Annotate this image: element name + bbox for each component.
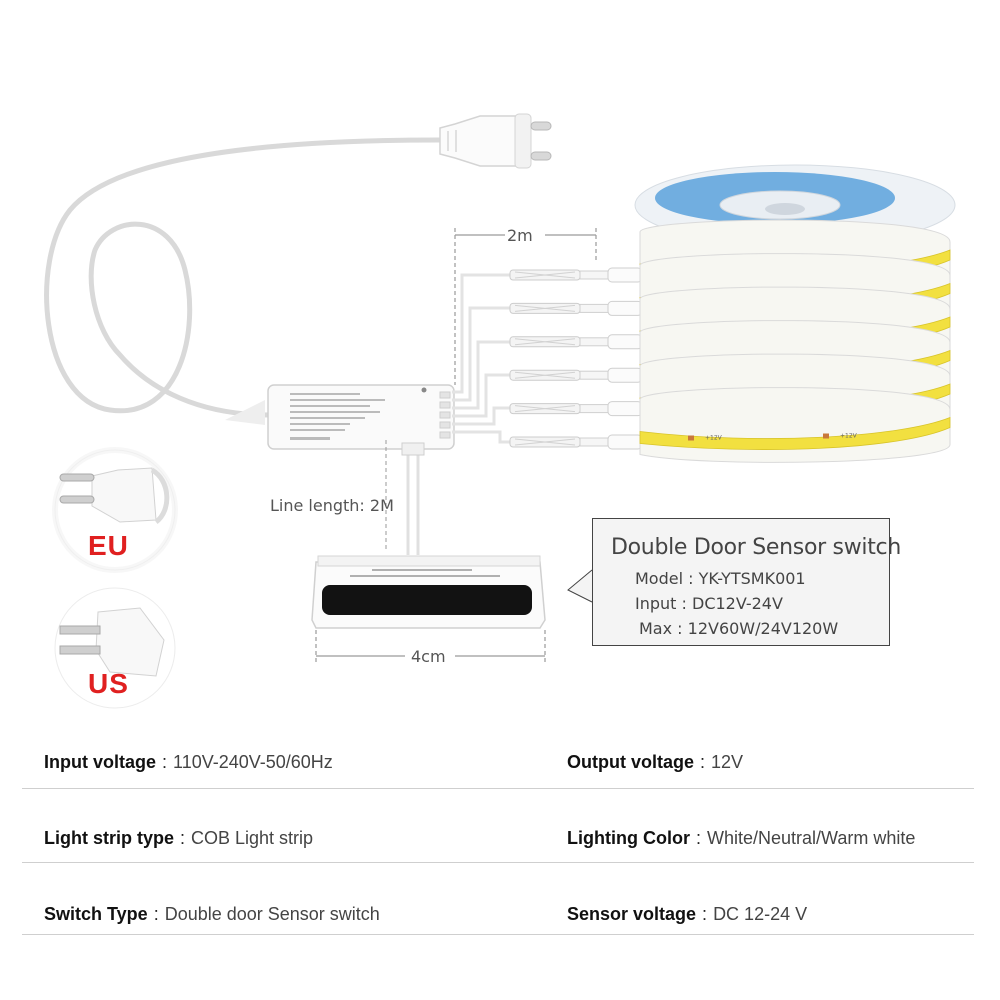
spec-row: Light strip type:COB Light strip Lightin… xyxy=(22,800,974,876)
product-diagram: +12V+12V+12V+12V+12V+12V+12V+12V+12V+12V… xyxy=(44,113,956,709)
strip-connector xyxy=(509,367,643,383)
spec-divider xyxy=(22,862,974,863)
led-strip-reels: +12V+12V+12V+12V+12V+12V+12V+12V+12V+12V… xyxy=(634,164,956,463)
led-strip: +12V +12V xyxy=(639,387,951,463)
strip-voltage-mark: +12V xyxy=(840,433,858,440)
callout-title: Double Door Sensor switch xyxy=(611,535,901,560)
us-plug-badge xyxy=(54,587,176,709)
sensor-spec-callout: Double Door Sensor switch Model : YK-YTS… xyxy=(592,518,901,646)
spec-key: Output voltage xyxy=(567,751,694,772)
sensor-width-dimension xyxy=(315,630,546,662)
spec-output-voltage: Output voltage:12V xyxy=(567,751,744,772)
strip-connectors xyxy=(509,267,643,450)
strip-wires xyxy=(452,273,510,444)
sensor-switch xyxy=(311,555,546,629)
spec-row: Input voltage:110V-240V-50/60Hz Output v… xyxy=(22,724,974,800)
spec-divider xyxy=(22,934,974,935)
strip-connector xyxy=(509,401,643,417)
spec-sensor-voltage: Sensor voltage:DC 12-24 V xyxy=(567,903,808,924)
sensor-width-label: 4cm xyxy=(411,647,446,666)
spec-key: Lighting Color xyxy=(567,827,690,848)
callout-pointer xyxy=(567,569,593,603)
spec-light-strip-type: Light strip type:COB Light strip xyxy=(44,827,314,848)
power-cable xyxy=(44,137,443,418)
strip-connector xyxy=(509,434,643,450)
cable-length-dimension xyxy=(454,228,597,385)
spec-value: 110V-240V-50/60Hz xyxy=(173,751,333,772)
callout-input: Input : DC12V-24V xyxy=(635,594,783,613)
strip-connector xyxy=(509,334,643,350)
strip-connector xyxy=(509,300,643,316)
strip-voltage-mark: +12V xyxy=(705,435,723,442)
controller-box xyxy=(225,384,455,450)
eu-plug-badge xyxy=(52,447,178,573)
eu-plug-icon xyxy=(439,113,552,169)
spec-value: White/Neutral/Warm white xyxy=(706,827,916,848)
spec-value: COB Light strip xyxy=(191,827,314,848)
spec-key: Switch Type xyxy=(44,903,148,924)
sensor-cable xyxy=(385,440,425,555)
spec-lighting-color: Lighting Color:White/Neutral/Warm white xyxy=(567,827,916,848)
spec-key: Light strip type xyxy=(44,827,174,848)
us-plug-label: US xyxy=(88,668,129,699)
cable-length-label: 2m xyxy=(507,226,533,245)
strip-connector xyxy=(509,267,643,283)
spec-value: Double door Sensor switch xyxy=(164,903,380,924)
callout-max: Max : 12V60W/24V120W xyxy=(639,619,839,638)
eu-plug-label: EU xyxy=(88,530,129,561)
line-length-label: Line length: 2M xyxy=(270,496,394,515)
spec-key: Input voltage xyxy=(44,751,156,772)
spec-value: DC 12-24 V xyxy=(713,903,808,924)
spec-value: 12V xyxy=(711,751,744,772)
spec-row: Switch Type:Double door Sensor switch Se… xyxy=(22,876,974,952)
spec-key: Sensor voltage xyxy=(567,903,697,924)
callout-model: Model : YK-YTSMK001 xyxy=(635,569,806,588)
spec-divider xyxy=(22,788,974,789)
spec-switch-type: Switch Type:Double door Sensor switch xyxy=(44,903,380,924)
spec-input-voltage: Input voltage:110V-240V-50/60Hz xyxy=(44,751,333,772)
